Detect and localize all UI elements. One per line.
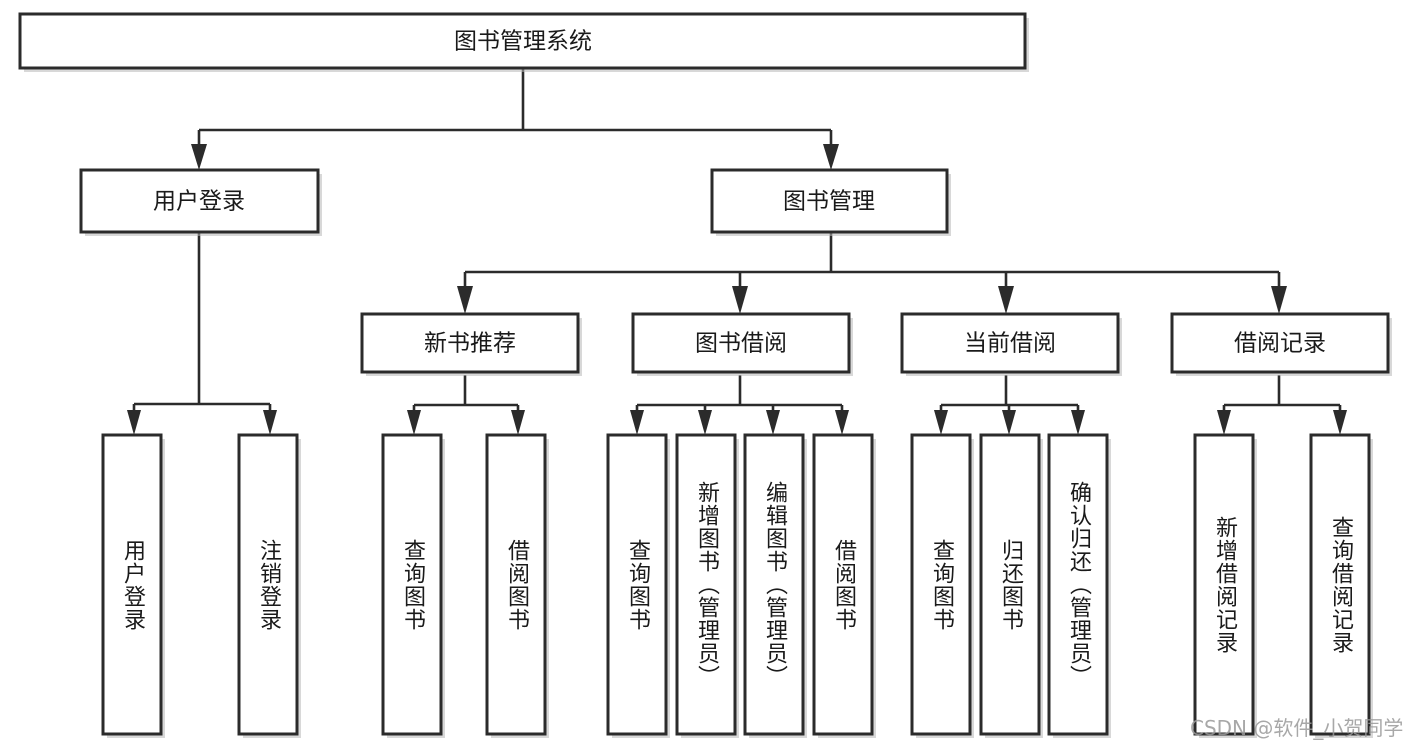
arrow-head-book-mgmt bbox=[823, 144, 839, 170]
arrow-head-br-leaf-1 bbox=[1217, 410, 1231, 435]
arrow-head-bb-leaf-3 bbox=[766, 410, 780, 435]
arrow-head-new-book bbox=[457, 286, 473, 314]
leaf-box-current-borrow-0[interactable] bbox=[910, 433, 972, 736]
node-layer: 图书管理系统 用户登录 图书管理 新书推荐 图书借阅 当前借阅 bbox=[18, 12, 1392, 738]
root-node-box[interactable] bbox=[18, 12, 1027, 70]
level2-node-box-user-login[interactable] bbox=[79, 168, 320, 234]
arrow-head-cb-leaf-2 bbox=[1002, 410, 1016, 435]
arrow-head-bb-leaf-1 bbox=[630, 410, 644, 435]
level2-node-box-book-management[interactable] bbox=[710, 168, 949, 234]
level3-node-box-current-borrow[interactable] bbox=[900, 312, 1120, 374]
leaf-box-borrow-record-0[interactable] bbox=[1193, 433, 1255, 736]
leaf-box-user-login-1[interactable] bbox=[237, 433, 299, 736]
arrow-head-borrow-record bbox=[1271, 286, 1287, 314]
connector-layer bbox=[127, 68, 1347, 435]
level2-node-label-book-management: 图书管理 bbox=[783, 189, 875, 215]
arrow-head-bb-leaf-2 bbox=[698, 410, 712, 435]
level3-node-label-borrow-record: 借阅记录 bbox=[1234, 331, 1326, 357]
level2-node-label-user-login: 用户登录 bbox=[153, 189, 245, 215]
leaf-box-book-borrow-3[interactable] bbox=[812, 433, 874, 736]
leaf-box-book-borrow-1[interactable] bbox=[675, 433, 737, 736]
arrow-head-br-leaf-2 bbox=[1333, 410, 1347, 435]
leaf-box-current-borrow-2[interactable] bbox=[1047, 433, 1109, 736]
level3-node-box-book-borrow[interactable] bbox=[631, 312, 851, 374]
level3-node-box-new-book-recommend[interactable] bbox=[360, 312, 580, 374]
root-node-label: 图书管理系统 bbox=[454, 29, 592, 55]
leaf-box-borrow-record-1[interactable] bbox=[1309, 433, 1371, 736]
leaf-box-new-book-0[interactable] bbox=[381, 433, 443, 736]
arrow-head-nb-leaf-1 bbox=[407, 410, 421, 435]
arrow-head-leaf-logout bbox=[263, 410, 277, 435]
arrow-head-leaf-user-login bbox=[127, 410, 141, 435]
arrow-head-user-login bbox=[191, 144, 207, 170]
leaf-box-new-book-1[interactable] bbox=[485, 433, 547, 736]
arrow-head-nb-leaf-2 bbox=[511, 410, 525, 435]
arrow-head-cb-leaf-3 bbox=[1071, 410, 1085, 435]
level3-node-label-book-borrow: 图书借阅 bbox=[695, 331, 787, 357]
leaf-box-current-borrow-1[interactable] bbox=[979, 433, 1041, 736]
level3-node-label-new-book-recommend: 新书推荐 bbox=[424, 331, 516, 357]
level3-node-label-current-borrow: 当前借阅 bbox=[964, 331, 1056, 357]
arrow-head-current-borrow bbox=[998, 286, 1014, 314]
level3-node-box-borrow-record[interactable] bbox=[1170, 312, 1390, 374]
leaf-box-user-login-0[interactable] bbox=[101, 433, 163, 736]
leaf-box-book-borrow-2[interactable] bbox=[743, 433, 805, 736]
leaf-box-book-borrow-0[interactable] bbox=[606, 433, 668, 736]
arrow-head-book-borrow bbox=[732, 286, 748, 314]
arrow-head-cb-leaf-1 bbox=[934, 410, 948, 435]
arrow-head-bb-leaf-4 bbox=[835, 410, 849, 435]
